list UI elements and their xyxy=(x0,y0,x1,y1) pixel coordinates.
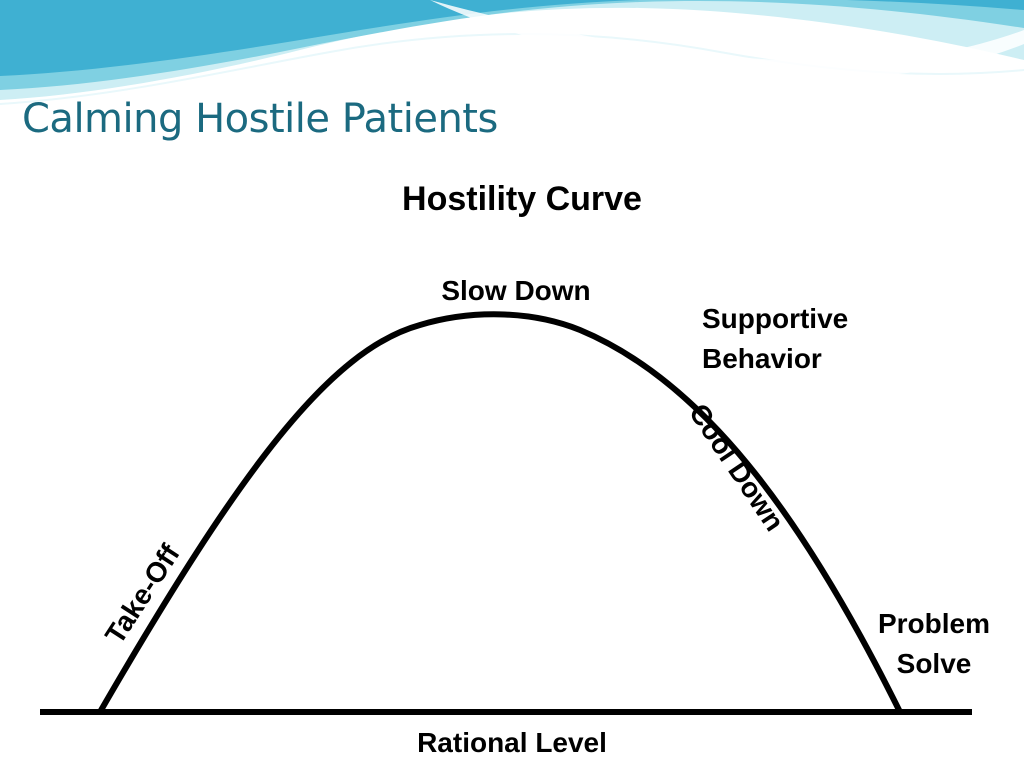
label-solve: Solve xyxy=(897,648,972,679)
hostility-curve xyxy=(97,311,903,715)
label-rational-level: Rational Level xyxy=(417,727,607,758)
label-problem: Problem xyxy=(878,608,990,639)
slide-title: Calming Hostile Patients xyxy=(22,96,498,142)
wave-band-dark xyxy=(0,0,1024,76)
header-wave-decoration xyxy=(0,0,1024,105)
wave-white-swoosh xyxy=(430,0,1024,79)
label-cool-down: Cool Down xyxy=(683,398,790,537)
diagram-heading: Hostility Curve xyxy=(402,180,642,218)
label-behavior: Behavior xyxy=(702,343,822,374)
label-supportive: Supportive xyxy=(702,303,848,334)
label-slow-down: Slow Down xyxy=(441,275,590,306)
